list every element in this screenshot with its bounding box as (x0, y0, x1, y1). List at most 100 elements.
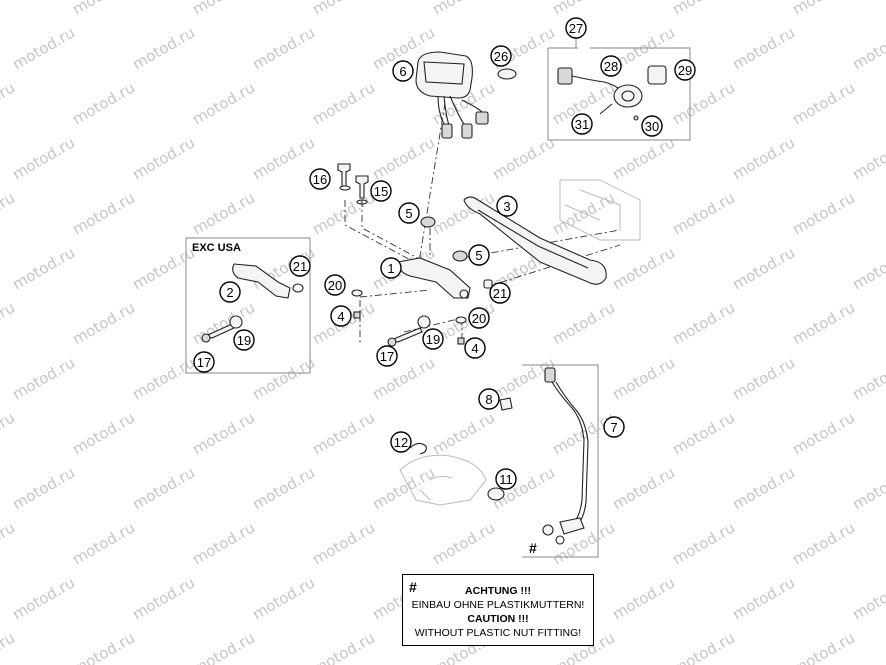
cap-26 (497, 68, 517, 80)
callout-circle (489, 282, 511, 304)
watermark-text: motod.ru (9, 353, 78, 403)
watermark-text: motod.ru (429, 0, 498, 18)
watermark-text: motod.ru (129, 573, 198, 623)
callout-number: 8 (485, 392, 492, 407)
callout-number: 11 (499, 472, 513, 487)
nut-4b (457, 337, 465, 345)
kit-hash-mark: # (529, 540, 537, 556)
callout-p17b: 17 (193, 351, 215, 373)
watermark-text: motod.ru (129, 353, 198, 403)
callout-p15: 15 (370, 180, 392, 202)
clip-8 (499, 397, 513, 411)
callout-circle (496, 195, 518, 217)
watermark-text: motod.ru (129, 23, 198, 73)
watermark-text: motod.ru (369, 133, 438, 183)
callout-circle (330, 305, 352, 327)
watermark-text: motod.ru (729, 573, 798, 623)
watermark-text: motod.ru (9, 243, 78, 293)
kit-27-frame (547, 47, 691, 141)
watermark-text: motod.ru (309, 0, 378, 18)
callout-circle (219, 281, 241, 303)
callout-p20b: 20 (468, 307, 490, 329)
bushing-19 (417, 315, 431, 329)
caution-line-2: EINBAU OHNE PLASTIKMUTTERN! (411, 599, 585, 611)
screw-17 (387, 327, 423, 347)
watermark-text: motod.ru (669, 408, 738, 458)
caution-line-4: WITHOUT PLASTIC NUT FITTING! (414, 627, 582, 639)
callout-p6: 6 (392, 60, 414, 82)
watermark-text: motod.ru (0, 518, 18, 568)
watermark-text: motod.ru (609, 573, 678, 623)
watermark-text: motod.ru (849, 243, 886, 293)
callout-number: 21 (293, 259, 307, 274)
bolt-16 (337, 163, 351, 191)
grommet-5b (452, 250, 468, 262)
frame-ghost (559, 179, 641, 241)
callout-circle (641, 115, 663, 137)
watermark-text: motod.ru (489, 133, 558, 183)
watermark-text: motod.ru (69, 628, 138, 665)
callout-circle (422, 328, 444, 350)
watermark-text: motod.ru (789, 188, 858, 238)
bracket-3 (463, 196, 607, 285)
watermark-text: motod.ru (249, 353, 318, 403)
callout-p4b: 4 (464, 337, 486, 359)
callout-p12: 12 (390, 431, 412, 453)
watermark-text: motod.ru (849, 573, 886, 623)
callout-number: 26 (494, 49, 508, 64)
callout-number: 4 (471, 341, 478, 356)
callout-p27: 27 (565, 17, 587, 39)
watermark-text: motod.ru (129, 243, 198, 293)
watermark-text: motod.ru (69, 408, 138, 458)
callout-number: 19 (426, 332, 440, 347)
watermark-text: motod.ru (69, 0, 138, 18)
callout-circle (600, 55, 622, 77)
watermark-text: motod.ru (669, 188, 738, 238)
callout-number: 20 (328, 278, 342, 293)
callout-number: 4 (337, 309, 344, 324)
callout-p5a: 5 (398, 202, 420, 224)
callout-circle (376, 345, 398, 367)
callout-number: 3 (503, 199, 510, 214)
caution-line-3: CAUTION !!! (467, 613, 529, 625)
watermark-text: motod.ru (609, 463, 678, 513)
callout-p28: 28 (600, 55, 622, 77)
callout-number: 27 (569, 21, 583, 36)
watermark-text: motod.ru (609, 133, 678, 183)
watermark-text: motod.ru (789, 0, 858, 18)
watermark-text: motod.ru (789, 518, 858, 568)
callout-number: 16 (313, 172, 327, 187)
callout-circle (398, 202, 420, 224)
callout-number: 12 (394, 435, 408, 450)
callout-number: 28 (604, 59, 618, 74)
watermark-text: motod.ru (549, 298, 618, 348)
watermark-text: motod.ru (249, 573, 318, 623)
section-label: EXC USA (192, 242, 241, 254)
callout-number: 17 (197, 355, 211, 370)
watermark-text: motod.ru (69, 188, 138, 238)
callout-p3: 3 (496, 195, 518, 217)
callout-p2: 2 (219, 281, 241, 303)
callout-number: 1 (387, 261, 394, 276)
bushing-19-usa (229, 315, 243, 329)
watermark-text: motod.ru (249, 463, 318, 513)
callout-circle (495, 468, 517, 490)
callout-circle (468, 244, 490, 266)
watermark-text: motod.ru (309, 518, 378, 568)
callout-circle (289, 255, 311, 277)
callout-p21b: 21 (289, 255, 311, 277)
watermark-text: motod.ru (669, 298, 738, 348)
callout-p21a: 21 (489, 282, 511, 304)
watermark-text: motod.ru (9, 573, 78, 623)
callout-number: 5 (475, 248, 482, 263)
watermark-text: motod.ru (9, 23, 78, 73)
callout-p29: 29 (674, 59, 696, 81)
watermark-text: motod.ru (609, 353, 678, 403)
watermark-text: motod.ru (669, 518, 738, 568)
callout-circle (464, 337, 486, 359)
callout-number: 7 (610, 420, 617, 435)
callout-p26: 26 (490, 45, 512, 67)
callout-number: 2 (226, 285, 233, 300)
watermark-text: motod.ru (669, 0, 738, 18)
